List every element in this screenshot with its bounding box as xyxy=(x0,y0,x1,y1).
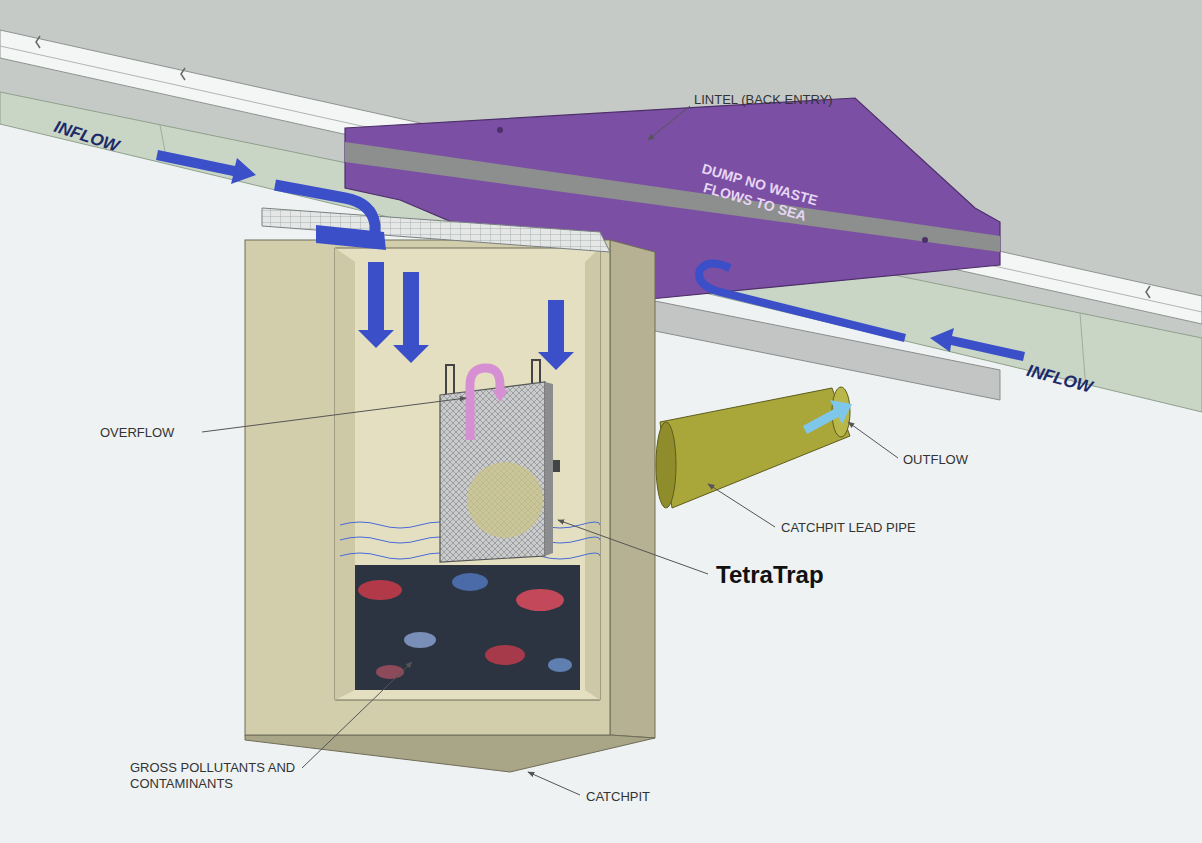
part-label: OVERFLOW xyxy=(100,425,174,441)
grate xyxy=(262,208,610,252)
part-label: GROSS POLLUTANTS AND CONTAMINANTS xyxy=(130,760,308,793)
gross-pollutants xyxy=(355,565,580,690)
lead-pipe xyxy=(660,388,850,508)
flow-arrows xyxy=(156,150,1025,370)
product-name: TetraTrap xyxy=(716,560,824,590)
part-label: CATCHPIT xyxy=(586,789,650,805)
tetratrap-basket xyxy=(440,382,545,562)
part-label: LINTEL (BACK ENTRY) xyxy=(694,92,833,108)
catchpit-side xyxy=(610,240,655,738)
leader-lines xyxy=(202,106,898,795)
part-label: CATCHPIT LEAD PIPE xyxy=(781,520,916,536)
catchpit-front xyxy=(245,240,610,735)
part-label: OUTFLOW xyxy=(903,452,968,468)
